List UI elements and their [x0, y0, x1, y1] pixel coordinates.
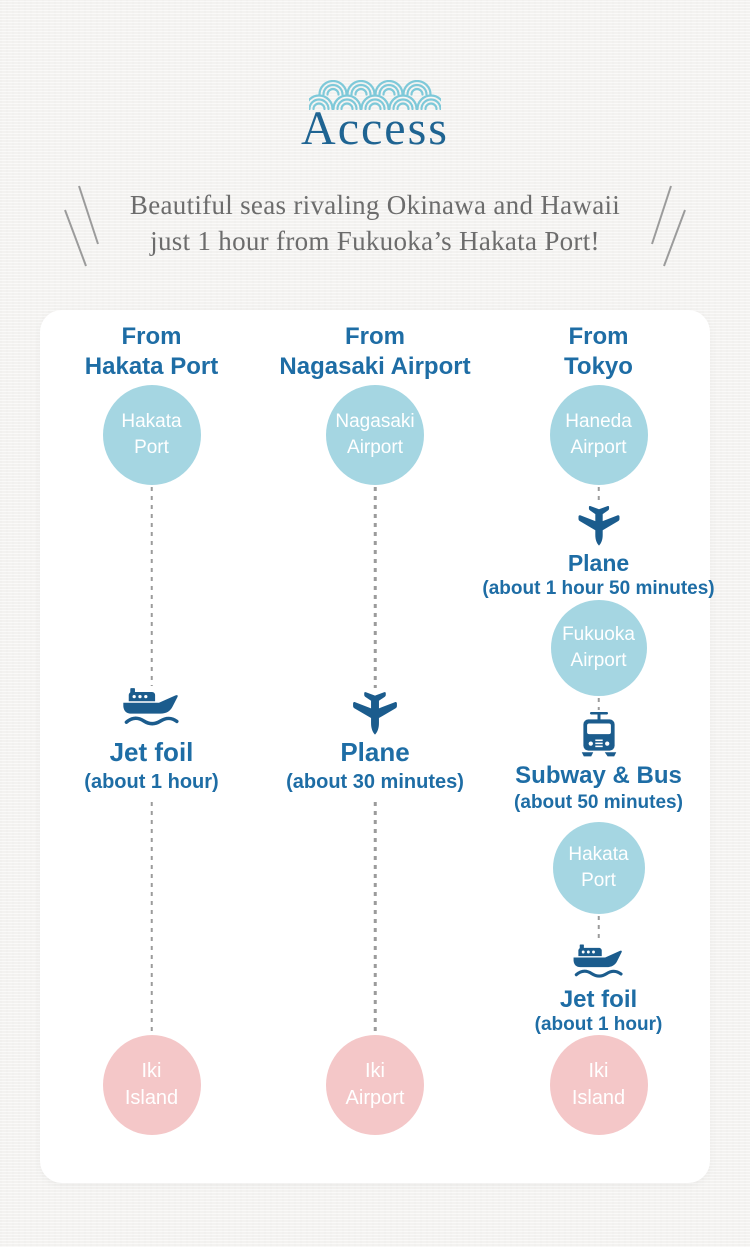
route-dash-line — [150, 802, 153, 1033]
transport-duration: (about 1 hour 50 minutes) — [482, 578, 715, 599]
route-dash-line — [597, 916, 600, 942]
route-dash-line — [373, 802, 377, 1033]
column-header: From Tokyo — [564, 323, 633, 380]
transport-label: Jet foil — [109, 737, 194, 767]
end-node-iki-airport: Iki Airport — [326, 1035, 424, 1135]
subtitle-line-2: just 1 hour from Fukuoka’s Hakata Port! — [150, 226, 600, 256]
start-node-hakata-port: Hakata Port — [102, 385, 201, 485]
route-card: From Hakata Port Hakata Port Jet foil (a… — [40, 310, 715, 1183]
route-column-nagasaki-airport: From Nagasaki Airport Nagasaki Airport P… — [263, 310, 487, 1183]
plane-icon — [577, 504, 620, 547]
jetfoil-icon — [121, 686, 183, 732]
start-node-haneda-airport: Haneda Airport — [549, 385, 648, 485]
transport-duration: (about 1 hour) — [534, 1014, 663, 1035]
transport-label: Jet foil — [559, 986, 638, 1013]
train-icon — [576, 711, 622, 759]
stop-node-fukuoka-airport: Fukuoka Airport — [550, 600, 647, 696]
route-dash-line — [150, 487, 153, 686]
transport-duration: (about 30 minutes) — [286, 771, 464, 793]
column-header: From Nagasaki Airport — [279, 323, 471, 380]
subtitle-line-1: Beautiful seas rivaling Okinawa and Hawa… — [129, 190, 621, 220]
transport-label: Plane — [567, 550, 630, 576]
transport-duration: (about 1 hour) — [84, 771, 219, 793]
column-header: From Hakata Port — [84, 323, 219, 380]
plane-icon — [352, 690, 398, 736]
slash-lines-icon — [642, 184, 688, 273]
transport-duration: (about 50 minutes) — [514, 792, 683, 813]
route-column-tokyo: From Tokyo Haneda Airport Plane (about 1… — [482, 310, 715, 1183]
transport-label: Plane — [340, 737, 410, 767]
end-node-iki-island: Iki Island — [549, 1035, 648, 1135]
route-dash-line — [373, 487, 377, 688]
seigaiha-wave-icon — [304, 79, 446, 115]
route-dash-line — [597, 698, 600, 710]
transport-label: Subway & Bus — [515, 762, 682, 789]
end-node-iki-island: Iki Island — [102, 1035, 201, 1135]
route-column-hakata-port: From Hakata Port Hakata Port Jet foil (a… — [40, 310, 263, 1183]
start-node-nagasaki-airport: Nagasaki Airport — [326, 385, 424, 485]
backslash-lines-icon — [62, 184, 108, 273]
page-title: Access — [301, 102, 449, 155]
subtitle: Beautiful seas rivaling Okinawa and Hawa… — [0, 187, 750, 259]
jetfoil-icon — [571, 943, 626, 983]
route-dash-line — [597, 487, 600, 502]
stop-node-hakata-port: Hakata Port — [552, 822, 645, 914]
